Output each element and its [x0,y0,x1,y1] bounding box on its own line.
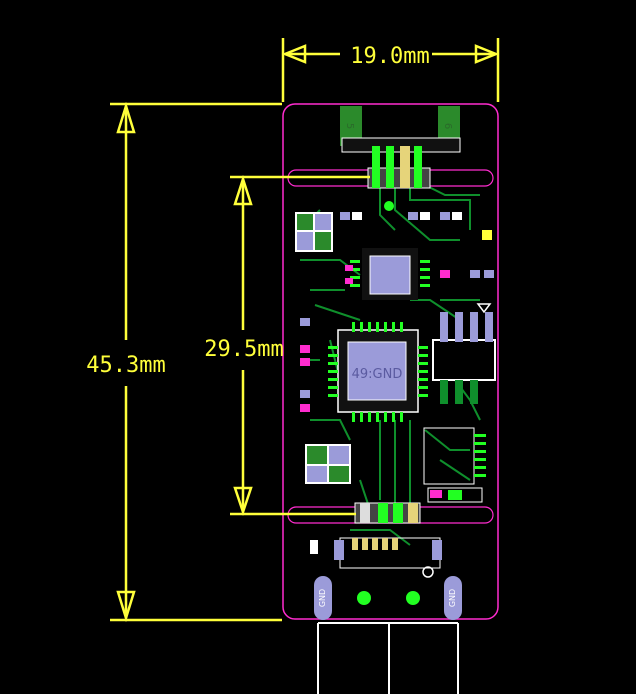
board-outline [282,103,499,620]
svg-text:5: 5 [344,123,355,129]
dimension-height [110,101,282,623]
usb-connector-outline [317,622,459,694]
main-ic: 49:GND [328,322,428,422]
top-pad-6: 6 [438,106,460,146]
dimension-inner-label: 29.5mm [204,337,283,362]
svg-text:GND: GND [318,589,327,607]
usb-footprint [334,537,442,605]
traces [299,184,481,546]
svg-text:6: 6 [442,123,453,129]
bottom-pin-row [354,502,421,524]
svg-text:49:GND: 49:GND [352,367,403,382]
passives [300,201,494,554]
crystal-bottom [305,444,351,484]
dimension-width-label: 19.0mm [350,44,429,69]
right-connector [432,303,496,404]
dimension-inner [230,174,370,516]
gnd-pad-left: GND [314,576,332,620]
top-pad-5: 5 [340,106,362,146]
svg-text:GND: GND [448,589,457,607]
small-ic [350,248,430,300]
dimension-height-label: 45.3mm [86,353,165,378]
gnd-pad-right: GND [444,576,462,620]
lower-right-ic [423,427,486,503]
dimension-width [281,38,500,102]
crystal-top [295,212,333,252]
